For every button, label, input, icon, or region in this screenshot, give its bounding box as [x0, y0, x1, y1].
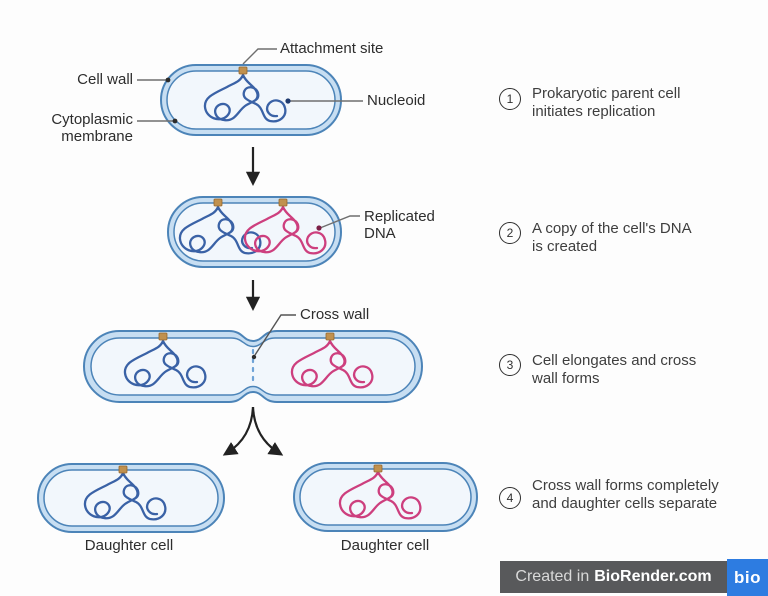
biorender-logo-text: bio — [734, 567, 761, 587]
cytoplasmic-membrane — [166, 70, 336, 130]
attachment-site — [373, 464, 383, 473]
step-2-text: A copy of the cell's DNA is created — [532, 220, 691, 255]
cross-wall-label: Cross wall — [300, 306, 370, 323]
daughter-cell-right — [293, 462, 478, 532]
fork-arrow-left-icon — [222, 406, 255, 456]
cytoplasmic-membrane — [299, 468, 472, 526]
attachment-site-label: Attachment site — [280, 40, 384, 57]
parent-cell — [160, 64, 342, 136]
step-3: 3 Cell elongates and cross wall forms — [499, 352, 717, 387]
watermark-prefix: Created in — [515, 568, 590, 585]
nucleoid-label: Nucleoid — [367, 92, 426, 109]
step-1-number: 1 — [499, 88, 521, 110]
replicated-dna-label: Replicated DNA — [364, 208, 435, 242]
daughter-cell-left — [37, 463, 225, 533]
watermark-brand: BioRender.com — [594, 568, 712, 585]
step-4-text: Cross wall forms completely and daughter… — [532, 477, 719, 512]
step-3-text: Cell elongates and cross wall forms — [532, 352, 697, 387]
attachment-site — [158, 332, 168, 341]
attachment-site-leader — [242, 48, 277, 65]
step-3-number: 3 — [499, 354, 521, 376]
daughter-cell-label-right: Daughter cell — [340, 537, 430, 554]
step-1-text: Prokaryotic parent cell initiates replic… — [532, 85, 681, 120]
step-2: 2 A copy of the cell's DNA is created — [499, 220, 692, 255]
daughter-cell-label-left: Daughter cell — [84, 537, 174, 554]
step-4-number: 4 — [499, 487, 521, 509]
fork-arrow-right-icon — [251, 406, 284, 456]
attachment-site — [238, 66, 248, 75]
step-2-number: 2 — [499, 222, 521, 244]
replicated-cell — [167, 196, 342, 268]
attachment-site — [213, 198, 223, 207]
cell-wall-label: Cell wall — [77, 71, 133, 88]
step-1: 1 Prokaryotic parent cell initiates repl… — [499, 85, 682, 120]
biorender-watermark[interactable]: Created in BioRender.com — [500, 561, 727, 593]
cytoplasmic-membrane-label: Cytoplasmic membrane — [51, 111, 133, 145]
step-4: 4 Cross wall forms completely and daught… — [499, 477, 722, 512]
elongated-cell — [83, 330, 423, 403]
attachment-site — [325, 332, 335, 341]
attachment-site — [118, 465, 128, 474]
cytoplasmic-membrane — [43, 469, 219, 527]
biorender-logo-icon[interactable]: bio — [727, 559, 768, 596]
attachment-site — [278, 198, 288, 207]
